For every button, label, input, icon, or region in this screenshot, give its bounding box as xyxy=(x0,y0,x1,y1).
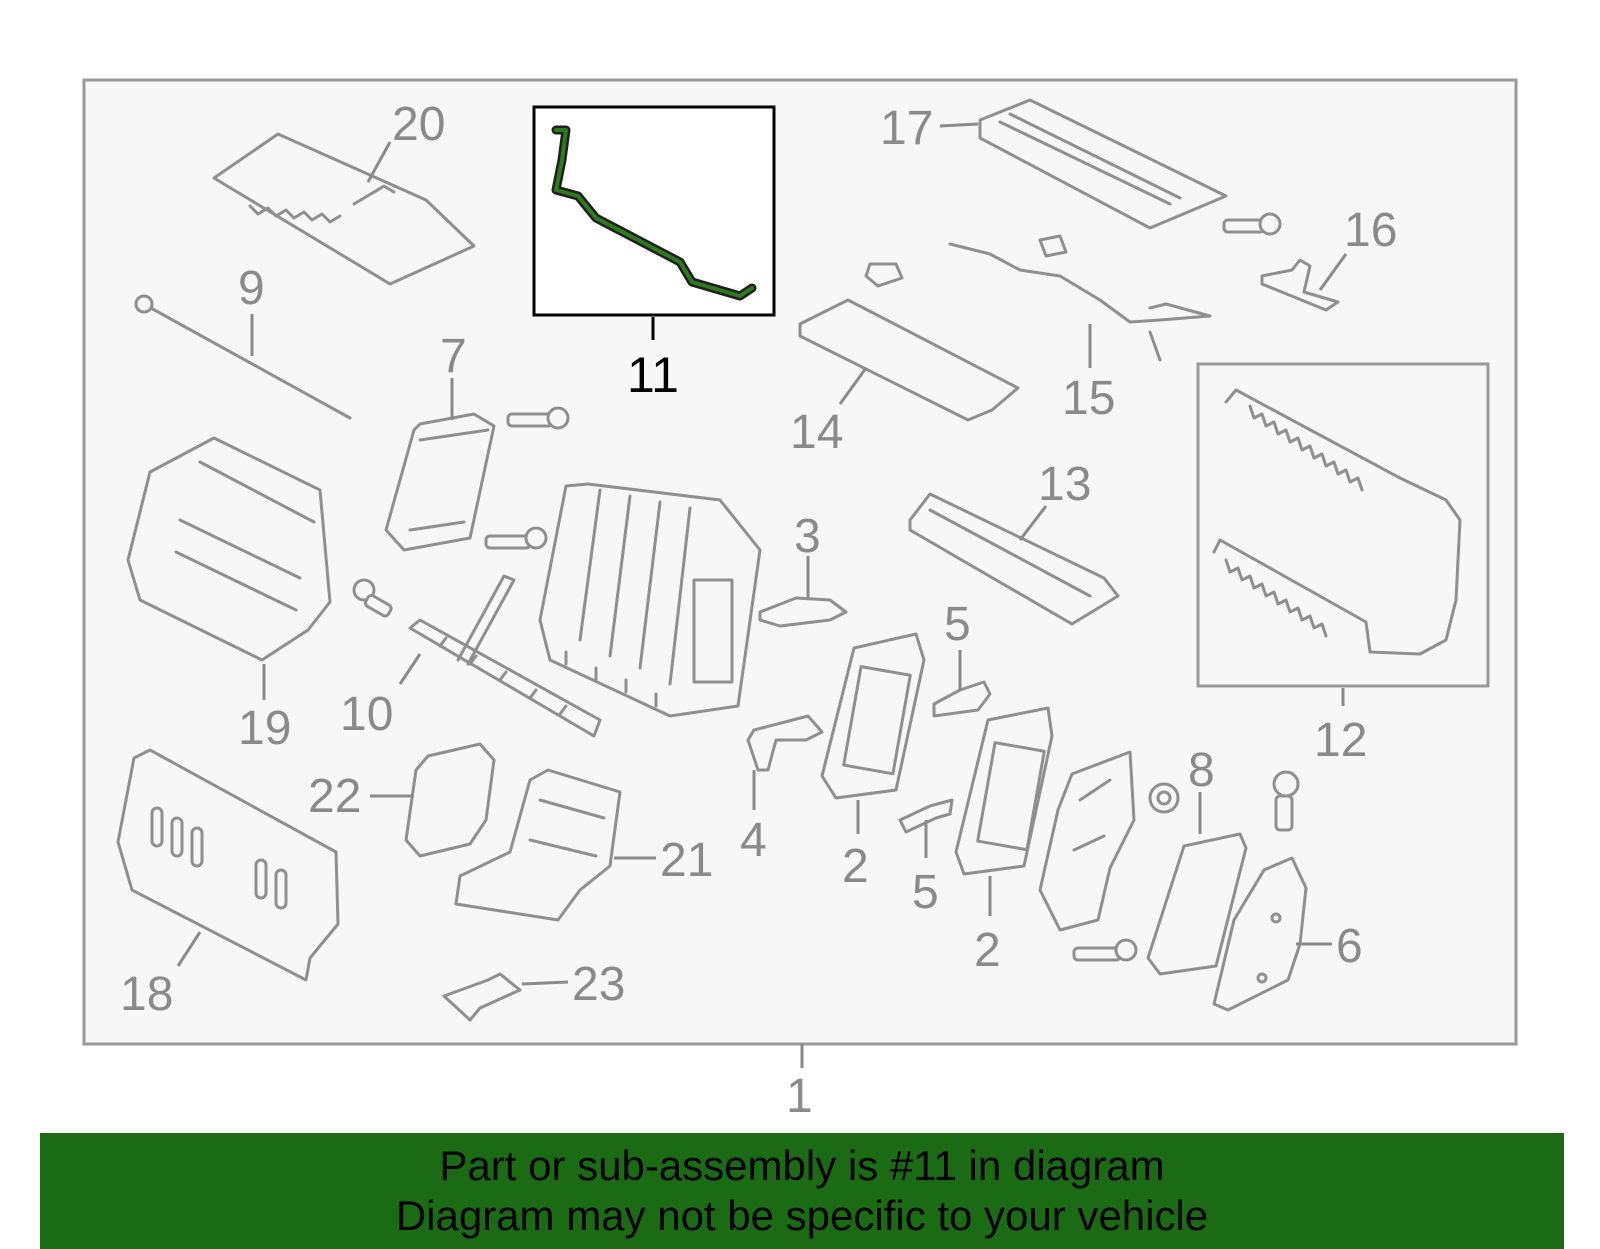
callout-3: 3 xyxy=(794,510,821,563)
callout-17: 17 xyxy=(880,102,933,155)
arrow-18 xyxy=(176,931,202,967)
arrow-20 xyxy=(366,141,392,183)
arrow-23 xyxy=(521,980,569,986)
bolt-upper-right[interactable] xyxy=(1222,212,1282,236)
callout-23: 23 xyxy=(572,958,625,1011)
part-23-clip[interactable] xyxy=(442,972,522,1022)
part-2-left-module[interactable] xyxy=(820,632,926,800)
callout-4: 4 xyxy=(740,814,767,867)
callout-18: 18 xyxy=(120,968,173,1021)
callout-20: 20 xyxy=(392,98,445,151)
part-8-module[interactable] xyxy=(1146,832,1248,976)
callout-10: 10 xyxy=(340,688,393,741)
part-4-bracket[interactable] xyxy=(746,714,824,772)
callout-2-right: 2 xyxy=(974,924,1001,977)
callout-1: 1 xyxy=(786,1070,813,1123)
callout-21: 21 xyxy=(660,834,713,887)
callout-11: 11 xyxy=(627,347,679,403)
callout-12: 12 xyxy=(1314,714,1367,767)
callout-8: 8 xyxy=(1188,744,1215,797)
bolt-lower[interactable] xyxy=(1072,938,1138,962)
bolt-7a[interactable] xyxy=(506,406,570,430)
arrow-13 xyxy=(1018,505,1048,541)
arrow-14 xyxy=(838,367,868,405)
nut-8[interactable] xyxy=(1148,782,1180,814)
bolt-7b[interactable] xyxy=(484,526,548,550)
part-6-plate[interactable] xyxy=(1212,856,1308,1012)
part-16-bracket[interactable] xyxy=(1260,258,1340,312)
callout-22: 22 xyxy=(308,770,361,823)
callout-9: 9 xyxy=(238,262,265,315)
callout-2-left: 2 xyxy=(842,840,869,893)
callout-5-top: 5 xyxy=(944,598,971,651)
part-5-bottom-clip[interactable] xyxy=(898,798,954,834)
control-unit[interactable] xyxy=(1038,750,1136,932)
callout-14: 14 xyxy=(790,406,843,459)
callout-16: 16 xyxy=(1344,204,1397,257)
arrow-10 xyxy=(398,653,422,685)
part-17-top-duct[interactable] xyxy=(978,98,1228,230)
part-19-frame[interactable] xyxy=(126,436,332,662)
part-21-duct[interactable] xyxy=(454,768,622,922)
part-12-harness[interactable] xyxy=(1212,388,1462,656)
part-2-right-module[interactable] xyxy=(954,706,1054,876)
banner-line-2: Diagram may not be specific to your vehi… xyxy=(395,1192,1209,1239)
bolt-10[interactable] xyxy=(352,578,393,618)
bolt-6[interactable] xyxy=(1272,770,1300,832)
arrow-16 xyxy=(1318,253,1348,291)
battery-module[interactable] xyxy=(538,482,762,718)
banner-line-1: Part or sub-assembly is #11 in diagram xyxy=(439,1142,1165,1189)
callout-13: 13 xyxy=(1038,458,1091,511)
part-11-harness-highlight xyxy=(554,128,754,298)
part-22-bracket[interactable] xyxy=(404,742,496,858)
callout-7: 7 xyxy=(440,330,467,383)
part-7-bracket[interactable] xyxy=(384,412,496,552)
part-18-panel[interactable] xyxy=(116,748,340,982)
part-3-clip[interactable] xyxy=(758,596,848,628)
info-banner: Part or sub-assembly is #11 in diagram D… xyxy=(40,1133,1564,1249)
arrow-17 xyxy=(939,122,979,128)
part-14-duct[interactable] xyxy=(798,262,1020,422)
part-11-box[interactable] xyxy=(532,105,776,317)
part-13-duct[interactable] xyxy=(908,492,1120,626)
callout-15: 15 xyxy=(1062,372,1115,425)
callout-5-bottom: 5 xyxy=(912,866,939,919)
part-20-cover[interactable] xyxy=(212,132,476,286)
part-9-rod[interactable] xyxy=(134,294,352,420)
part-10-rail[interactable] xyxy=(408,574,602,738)
callout-6: 6 xyxy=(1336,920,1363,973)
part-12-box[interactable] xyxy=(1196,362,1490,688)
callout-19: 19 xyxy=(238,702,291,755)
part-15-harness[interactable] xyxy=(948,234,1212,362)
